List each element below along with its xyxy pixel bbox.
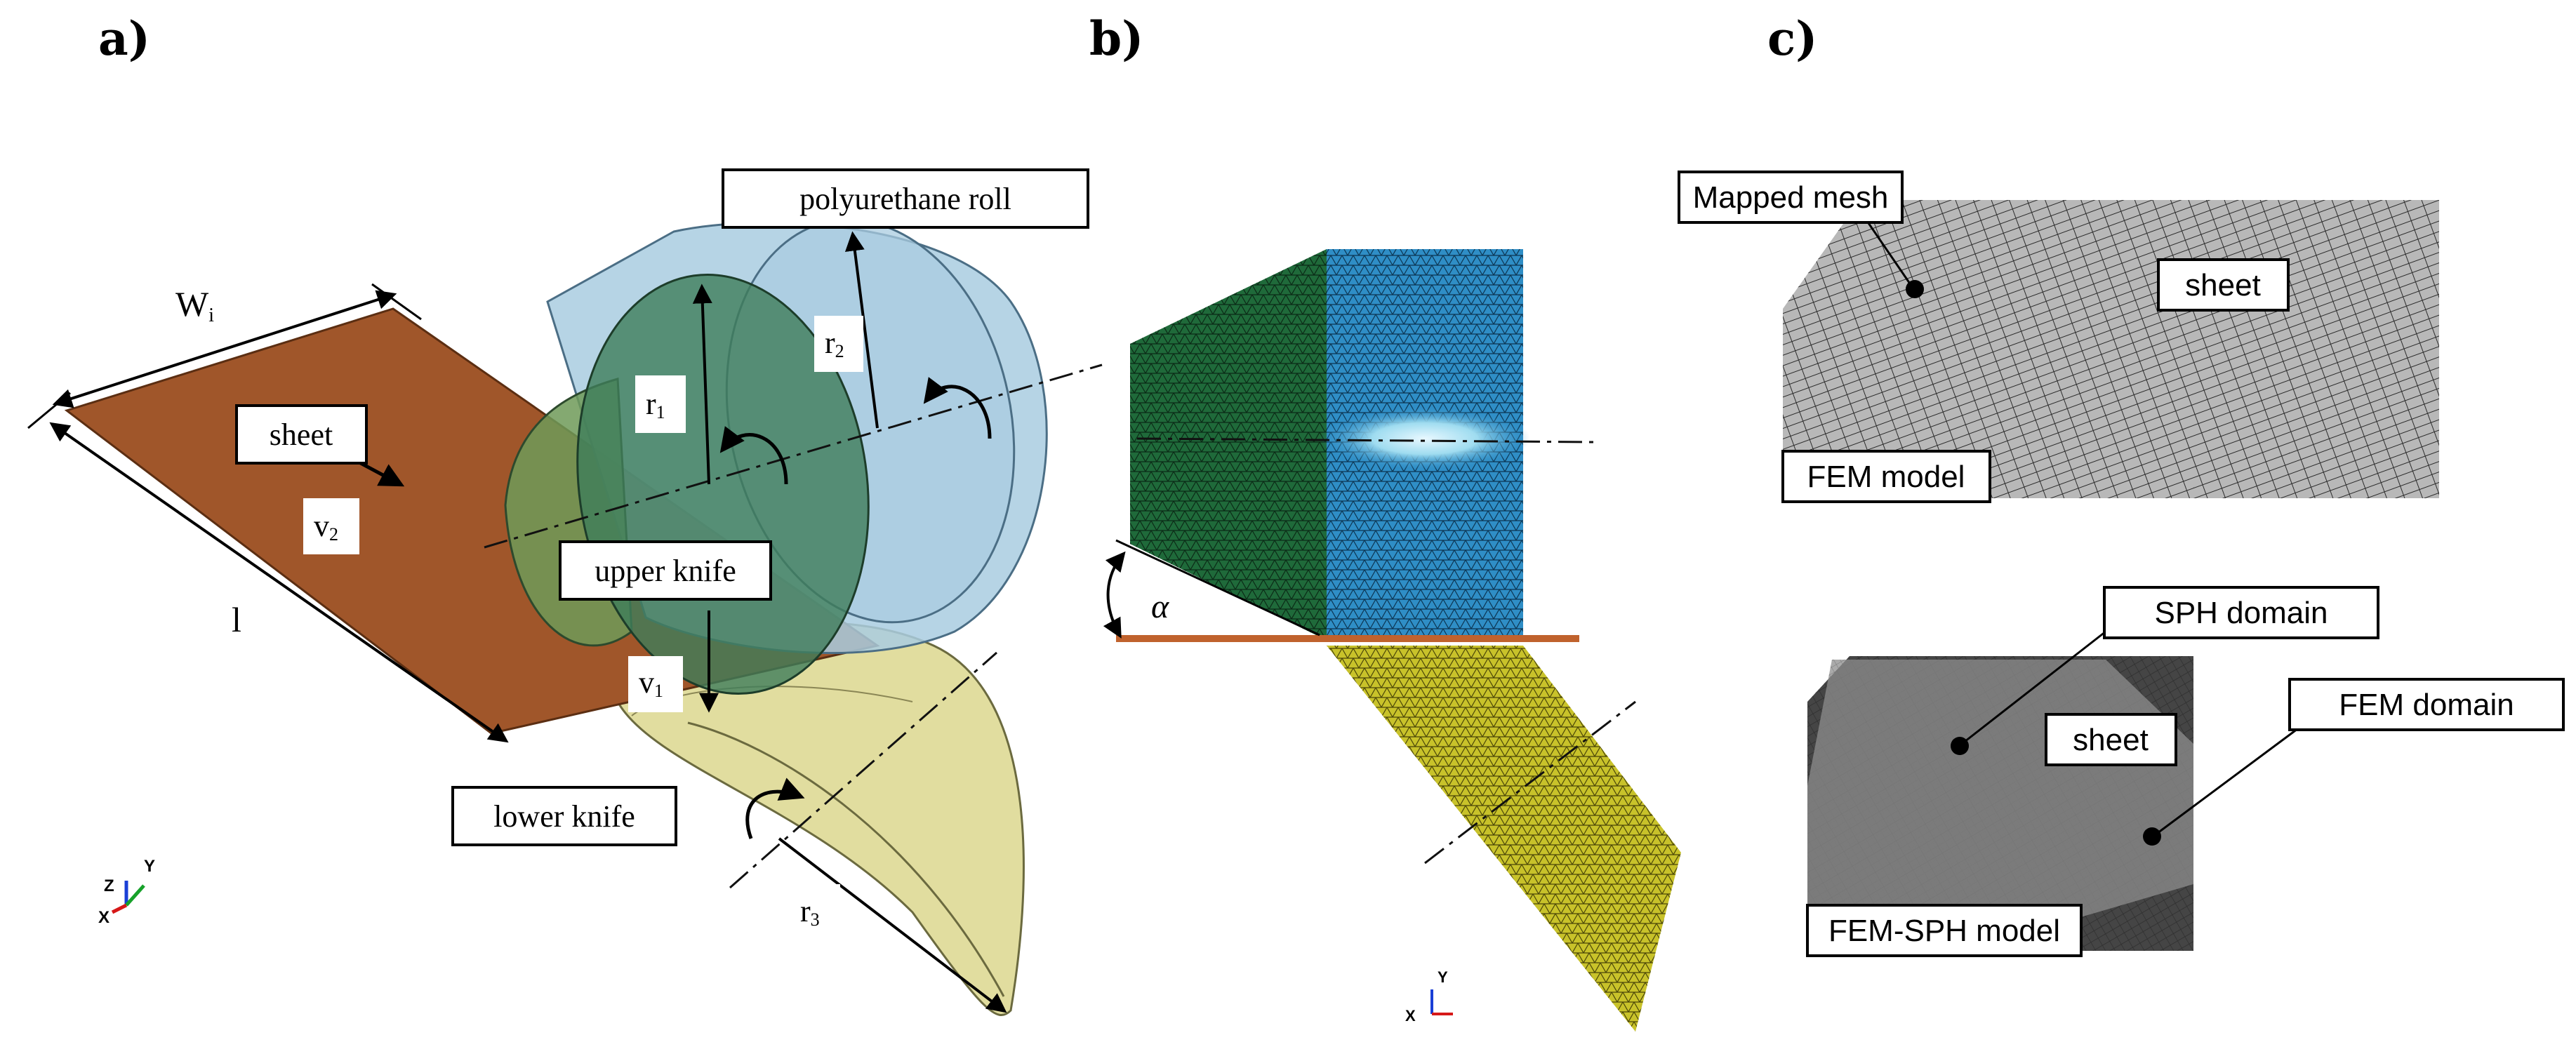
triad-b-y: Y <box>1438 968 1448 986</box>
triad-b-x: X <box>1405 1007 1416 1025</box>
upper-knife-rotation-arrow <box>719 426 788 485</box>
width-dimension-label: Wi <box>175 284 214 326</box>
sph-domain-box <box>2103 586 2379 639</box>
sph-domain-label: SPH domain <box>2154 596 2328 630</box>
angle-ref-line <box>1115 539 1320 636</box>
r1-arrow <box>692 283 712 485</box>
fem-model-label: FEM model <box>1807 460 1965 494</box>
mapped-mesh-leader <box>1866 220 1914 288</box>
sph-domain-leader <box>1961 630 2106 745</box>
sheet-top-box <box>2157 258 2290 312</box>
r2-arrow <box>844 231 879 429</box>
mapped-mesh-label: Mapped mesh <box>1693 180 1889 215</box>
sheet-mesh-line <box>1116 635 1579 642</box>
upper-knife-box <box>559 540 772 601</box>
r2-box <box>814 316 863 372</box>
r1-box <box>635 375 686 433</box>
lower-knife-axis-line <box>729 651 997 889</box>
mapped-mesh-dot <box>1906 280 1924 298</box>
sheet-box <box>235 404 368 465</box>
upper-knife-mesh-overlay <box>1130 249 1327 635</box>
fem-domain-dot <box>2143 827 2161 846</box>
lower-knife-box <box>451 786 677 846</box>
fem-sph-model-box <box>1806 904 2083 957</box>
angle-alpha-label: α <box>1151 588 1169 625</box>
panel-letter-b: b) <box>1089 11 1143 66</box>
roll-axis-line <box>484 363 1103 549</box>
v1-box <box>628 656 683 712</box>
lower-knife-mesh-overlay <box>1327 646 1681 1032</box>
r3-box <box>790 884 840 940</box>
length-dimension-arrow <box>49 422 509 743</box>
polyurethane-roll-box <box>722 168 1089 229</box>
sheet-label: sheet <box>270 418 333 452</box>
roll-rotation-arrow <box>923 377 992 439</box>
triad-a-y: Y <box>144 857 155 876</box>
v2-box <box>303 498 359 554</box>
lower-knife-rotation-arrow <box>745 778 805 839</box>
lower-knife-inner-edge <box>687 721 1005 997</box>
panel-letter-c: c) <box>1767 11 1817 66</box>
triad-a-z: Z <box>104 876 114 895</box>
width-ext-right <box>371 283 422 321</box>
r3-label: r3 <box>800 894 820 930</box>
lower-knife-axis-line-b <box>1424 700 1636 865</box>
triad-icon-b: Y X <box>1405 968 1453 1025</box>
upper-knife-label: upper knife <box>595 554 736 588</box>
panel-a: Wi l polyurethane roll sheet upper knife… <box>27 168 1103 1017</box>
fem-model-box <box>1781 450 1991 503</box>
v1-label: v1 <box>639 665 663 701</box>
sph-domain-dot <box>1951 737 1969 755</box>
fem-domain-leader <box>2154 721 2306 836</box>
panel-letter-a: a) <box>98 11 150 66</box>
polyurethane-roll-label: polyurethane roll <box>799 182 1011 216</box>
sheet-bottom-box <box>2045 713 2177 766</box>
panel-c: Mapped mesh sheet FEM model SPH domain F… <box>1678 171 2565 957</box>
r1-label: r1 <box>646 387 665 422</box>
angle-arc <box>1103 551 1126 639</box>
v2-label: v2 <box>314 509 338 545</box>
fem-domain-label: FEM domain <box>2339 688 2514 722</box>
r3-arrow <box>778 837 1007 1013</box>
triad-icon-a: Z Y X <box>98 857 155 927</box>
fem-sph-model-label: FEM-SPH model <box>1828 914 2060 948</box>
sheet-top-label: sheet <box>2185 268 2261 302</box>
width-ext-left <box>27 392 71 429</box>
sheet-bottom-label: sheet <box>2073 723 2149 757</box>
triad-a-x: X <box>98 908 109 927</box>
length-dimension-label: l <box>232 600 241 639</box>
fem-domain-box <box>2288 678 2565 731</box>
width-dimension-arrow <box>52 290 397 408</box>
roll-contact-glow <box>1320 407 1530 470</box>
roll-axis-line-b <box>1136 437 1594 443</box>
r2-label: r2 <box>825 326 844 361</box>
lower-knife-label: lower knife <box>493 799 635 834</box>
mapped-mesh-box <box>1678 171 1904 224</box>
panel-b: α Y X <box>1103 249 1681 1032</box>
